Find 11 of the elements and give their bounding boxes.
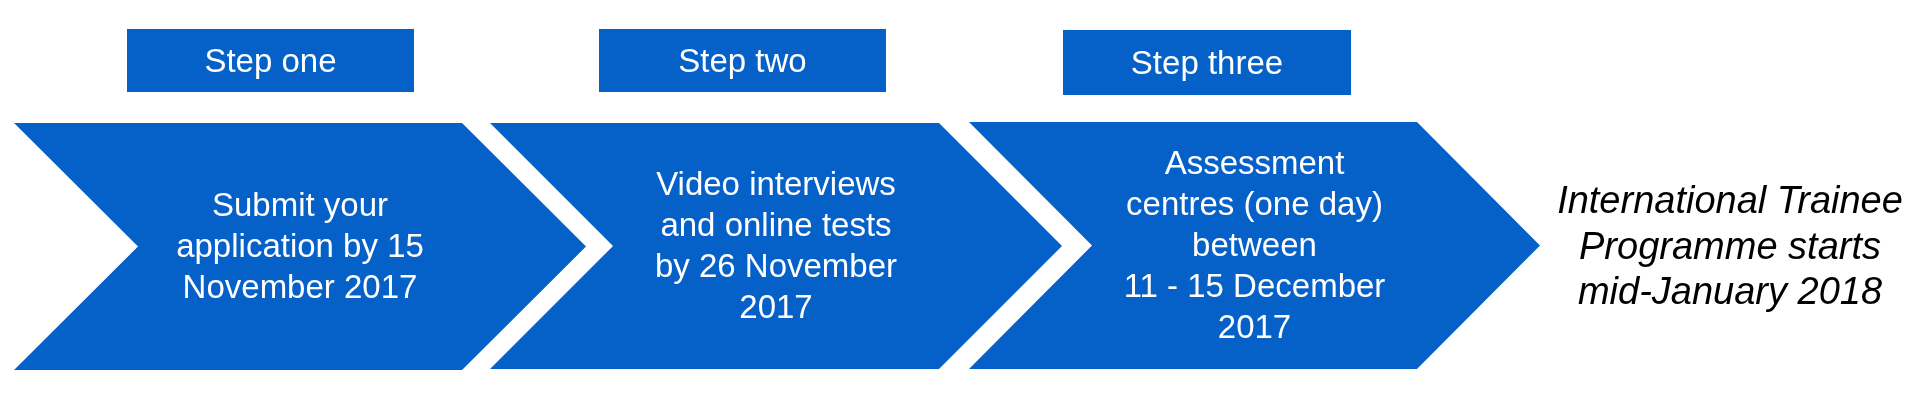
step-description: Assessment centres (one day) between	[1125, 143, 1384, 266]
step-description: 11 - 15 December 2017	[1122, 265, 1387, 347]
step-banner: Step two	[599, 29, 886, 92]
process-step-shape	[14, 123, 586, 370]
step-banner: Step one	[127, 29, 414, 92]
step-description: Video interviews and online tests by 26 November 2017	[653, 164, 899, 327]
step-banner: Step three	[1063, 30, 1351, 95]
process-step-shape	[490, 123, 1062, 369]
step-description: Submit your application by 15 November 2017	[175, 185, 425, 307]
closing-note: International Trainee Programme starts mid-January 2018	[1556, 177, 1904, 314]
process-step-shape	[969, 122, 1540, 369]
